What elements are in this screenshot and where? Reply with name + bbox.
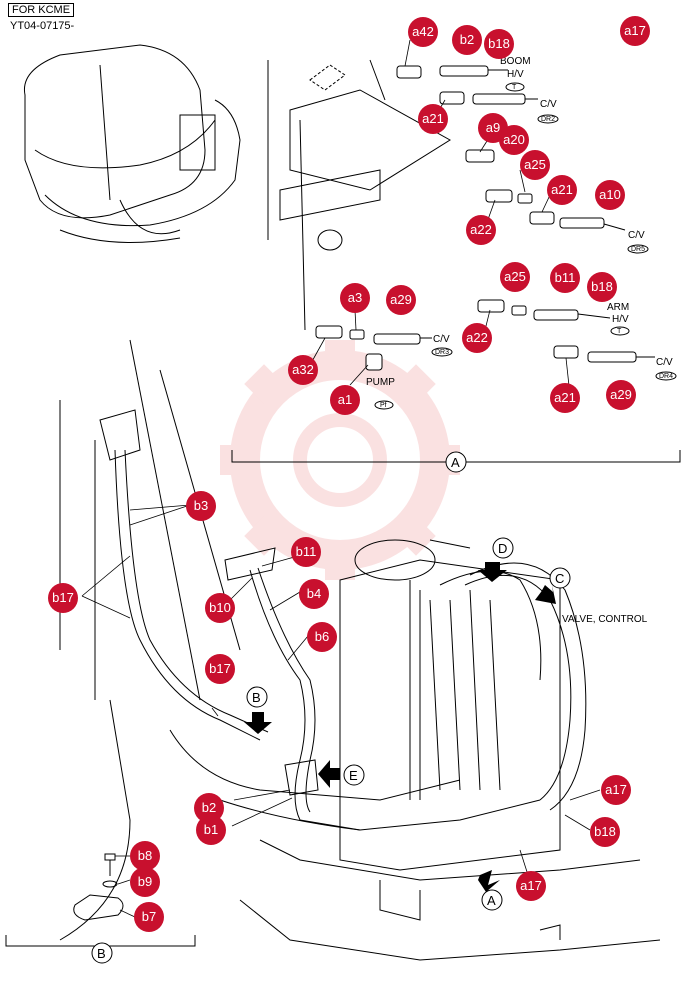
callout-b9: b9	[130, 867, 160, 897]
callout-b18: b18	[590, 817, 620, 847]
callout-b3: b3	[186, 491, 216, 521]
direction-arrows	[244, 562, 556, 892]
callout-a10: a10	[595, 180, 625, 210]
callout-b2-top: b2	[452, 25, 482, 55]
arrow-d-icon	[478, 562, 507, 582]
callout-b10: b10	[205, 593, 235, 623]
label-cv-dr3: C/V	[433, 334, 450, 345]
view-d-marker: D	[498, 541, 507, 556]
label-arm-t: T	[617, 328, 622, 335]
callout-b17-1: b17	[48, 583, 78, 613]
label-dr5: DR5	[631, 246, 645, 253]
view-b-detail	[5, 853, 196, 947]
callout-a29-2: a29	[606, 380, 636, 410]
callout-b11: b11	[291, 537, 321, 567]
view-c-marker: C	[555, 571, 564, 586]
label-cv-dr2: C/V	[540, 99, 557, 110]
callout-a3: a3	[340, 283, 370, 313]
text-labels: BOOM H/V T C/V DR2 C/V DR5 ARM H/V T C/V…	[91, 56, 677, 964]
callout-a32: a32	[288, 355, 318, 385]
label-pump: PUMP	[366, 377, 395, 388]
callout-a21-3: a21	[550, 383, 580, 413]
callout-b17-2: b17	[205, 654, 235, 684]
arrow-a-icon	[478, 870, 500, 892]
label-cv-dr4: C/V	[656, 357, 673, 368]
view-a-marker: A	[451, 455, 460, 470]
arrow-c-icon	[535, 585, 556, 604]
callout-a21-1: a21	[418, 104, 448, 134]
label-arm: ARM	[607, 302, 629, 313]
callout-b4: b4	[299, 579, 329, 609]
label-dr4: DR4	[659, 373, 673, 380]
label-boom-hv: H/V	[507, 69, 524, 80]
label-valve-control: VALVE, CONTROL	[562, 614, 648, 625]
callout-a17-top: a17	[620, 16, 650, 46]
callout-a25-2: a25	[500, 262, 530, 292]
callout-a17-2: a17	[516, 871, 546, 901]
fittings-hoses-a	[315, 65, 655, 371]
callout-b8: b8	[130, 841, 160, 871]
label-pf: Pf	[380, 402, 387, 409]
callout-b18-top: b18	[484, 29, 514, 59]
view-a-arrow-marker: A	[487, 893, 496, 908]
label-arm-hv: H/V	[612, 314, 629, 325]
view-b-marker: B	[97, 946, 106, 961]
label-dr3: DR3	[435, 349, 449, 356]
arrow-b-icon	[244, 712, 272, 734]
label-boom-t: T	[512, 84, 517, 91]
callout-a25-1: a25	[520, 150, 550, 180]
arrow-e-icon	[318, 760, 340, 788]
callout-b18-arm: b18	[587, 272, 617, 302]
label-dr2: DR2	[541, 116, 555, 123]
callout-b7: b7	[134, 902, 164, 932]
label-boom: BOOM	[500, 56, 531, 67]
drawing-code: YT04-07175-	[10, 20, 75, 32]
view-e-marker: E	[349, 768, 358, 783]
callout-b6: b6	[307, 622, 337, 652]
callout-a22-2: a22	[462, 323, 492, 353]
watermark-gear-icon	[220, 340, 460, 580]
leader-lines	[81, 39, 601, 918]
machine-overview-sketch	[23, 44, 241, 243]
callout-a1: a1	[330, 385, 360, 415]
callout-b11-top: b11	[550, 263, 580, 293]
header-tag: FOR KCME	[8, 3, 75, 17]
callout-b1: b1	[196, 815, 226, 845]
callout-a17-1: a17	[601, 775, 631, 805]
label-cv-dr5: C/V	[628, 230, 645, 241]
callout-a20: a20	[499, 125, 529, 155]
callout-a42: a42	[408, 17, 438, 47]
callout-a22-1: a22	[466, 215, 496, 245]
callout-a29-1: a29	[386, 285, 416, 315]
view-b-arrow-marker: B	[252, 690, 261, 705]
callout-a21-2: a21	[547, 175, 577, 205]
